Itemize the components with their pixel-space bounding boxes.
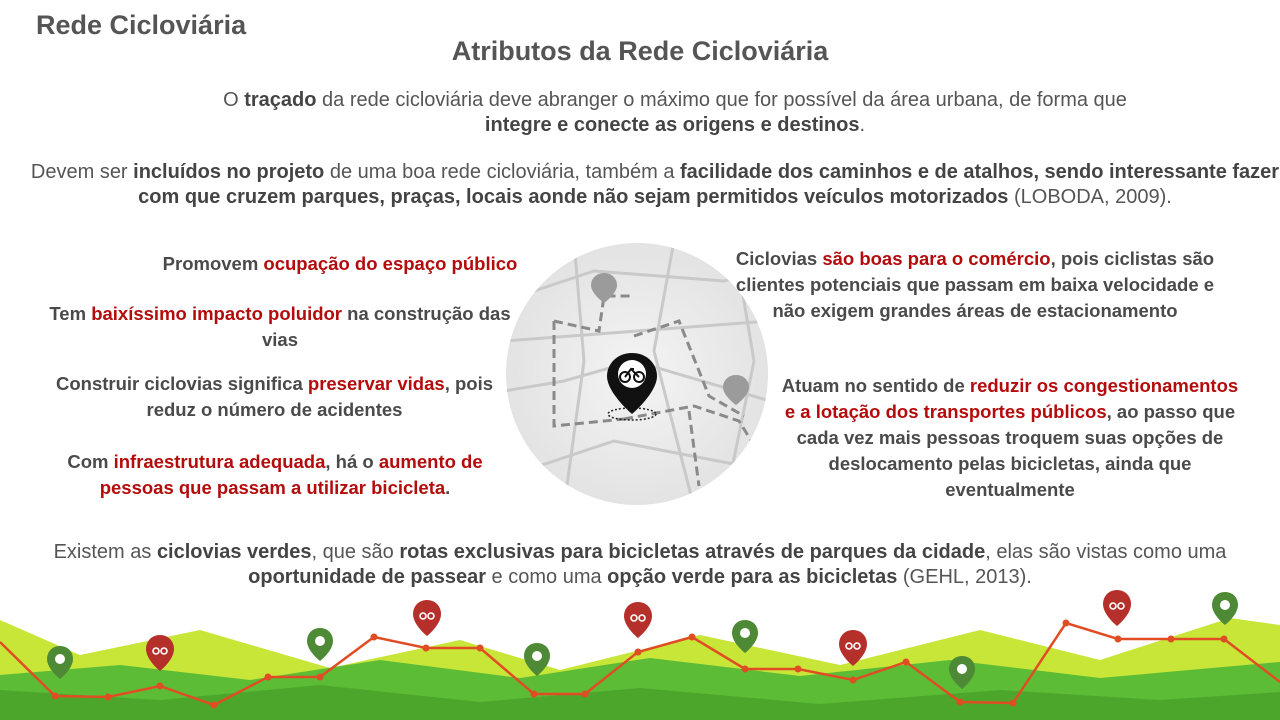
text: . xyxy=(445,477,451,498)
text: e como uma xyxy=(486,566,608,588)
text: Ciclovias xyxy=(735,248,823,269)
text: na construção das vias xyxy=(261,303,511,350)
text-highlight: reduzir os congestionamentos e a lotação… xyxy=(784,375,1239,422)
text-highlight: aumento de pessoas que passam a utilizar… xyxy=(99,451,483,498)
text-bold: oportunidade de passear xyxy=(248,566,486,588)
text: de uma boa rede cicloviária, também a xyxy=(324,161,680,183)
map-pin-bicycle-icon xyxy=(607,353,657,421)
map-illustration xyxy=(504,241,770,507)
left-point-4: Com infraestrutura adequada, há o aument… xyxy=(40,449,510,501)
text-highlight: ocupação do espaço público xyxy=(263,253,518,274)
text-highlight: preservar vidas xyxy=(307,373,445,394)
text: , pois ciclistas são clientes potenciais… xyxy=(735,248,1215,321)
landscape-route-decoration xyxy=(0,580,1280,720)
text-bold: incluídos no projeto xyxy=(133,161,325,183)
text-highlight: infraestrutura adequada xyxy=(113,451,326,472)
text-bold: integre e conecte as origens e destinos xyxy=(484,114,860,136)
text: Promovem xyxy=(162,253,264,274)
text: (GEHL, 2013). xyxy=(897,566,1032,588)
text: , pois reduz o número de acidentes xyxy=(146,373,494,420)
bicycle-pin-icon xyxy=(146,590,1131,671)
left-point-1: Promovem ocupação do espaço público xyxy=(120,251,560,277)
text-highlight: baixíssimo impacto poluidor xyxy=(91,303,343,324)
text: Tem xyxy=(49,303,92,324)
slide-title: Atributos da Rede Cicloviária xyxy=(451,36,829,66)
text: , elas são vistas como uma xyxy=(985,541,1227,563)
text-bold: ciclovias verdes xyxy=(156,541,312,563)
text: , há o xyxy=(325,451,379,472)
text: Devem ser xyxy=(30,161,134,183)
text: Com xyxy=(67,451,114,472)
text-highlight: são boas para o comércio xyxy=(822,248,1051,269)
text-bold: traçado xyxy=(244,89,317,111)
map-pin-icon xyxy=(723,375,749,405)
text: . xyxy=(859,114,866,136)
section-title: Rede Cicloviária xyxy=(36,10,247,40)
right-point-2: Atuam no sentido de reduzir os congestio… xyxy=(775,373,1245,503)
text: Existem as xyxy=(53,541,157,563)
text-bold: opção verde para as bicicletas xyxy=(607,566,898,588)
left-point-2: Tem baixíssimo impacto poluidor na const… xyxy=(30,301,530,353)
text: O xyxy=(223,89,245,111)
text: da rede cicloviária deve abranger o máxi… xyxy=(316,89,1127,111)
text: Construir ciclovias significa xyxy=(56,373,308,394)
left-point-3: Construir ciclovias significa preservar … xyxy=(42,371,507,423)
map-pin-icon xyxy=(591,273,617,303)
text: Atuam no sentido de xyxy=(781,375,970,396)
text: , ao passo que cada vez mais pessoas tro… xyxy=(796,401,1236,500)
text: , que são xyxy=(311,541,400,563)
text-bold: facilidade dos caminhos e de atalhos, se… xyxy=(138,161,1280,208)
text: (LOBODA, 2009). xyxy=(1008,186,1172,208)
intro-paragraph-1: O traçado da rede cicloviária deve abran… xyxy=(110,88,1240,138)
intro-paragraph-2: Devem ser incluídos no projeto de uma bo… xyxy=(30,160,1280,210)
outro-paragraph: Existem as ciclovias verdes, que são rot… xyxy=(40,540,1240,590)
text-bold: rotas exclusivas para bicicletas através… xyxy=(399,541,986,563)
right-point-1: Ciclovias são boas para o comércio, pois… xyxy=(735,246,1215,324)
